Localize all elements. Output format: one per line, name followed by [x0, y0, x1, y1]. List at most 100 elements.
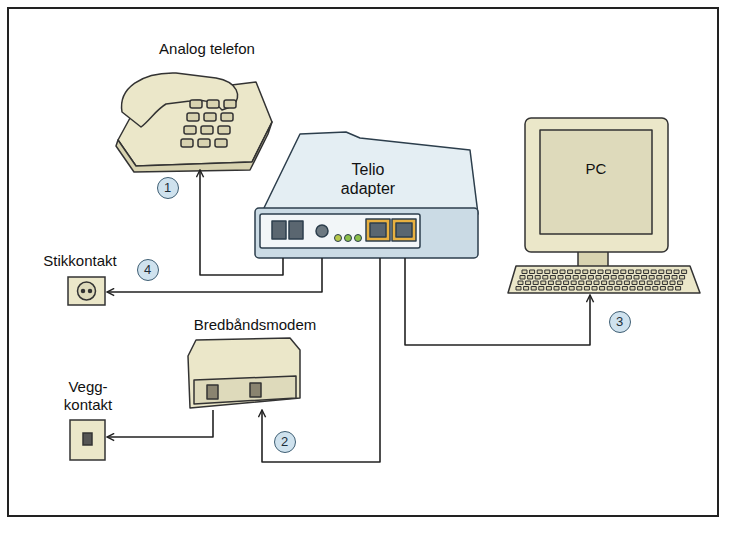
callout-number: 1	[157, 177, 179, 199]
key	[577, 287, 582, 291]
key	[594, 281, 599, 285]
key	[535, 276, 540, 280]
key	[626, 276, 631, 280]
key	[562, 287, 567, 291]
key	[579, 281, 584, 285]
device-adapter: Telio adapter	[252, 130, 478, 258]
key	[659, 270, 664, 274]
key	[600, 287, 605, 291]
key	[645, 287, 650, 291]
key	[524, 287, 529, 291]
key	[638, 287, 643, 291]
key	[640, 281, 645, 285]
key	[655, 281, 660, 285]
key	[550, 276, 555, 280]
key	[575, 270, 580, 274]
adapter-drawing	[255, 132, 478, 258]
key	[181, 139, 193, 147]
key	[621, 270, 626, 274]
key	[545, 270, 550, 274]
key	[584, 287, 589, 291]
key	[606, 270, 611, 274]
key	[662, 281, 667, 285]
key	[548, 281, 553, 285]
key	[636, 270, 641, 274]
key	[552, 270, 557, 274]
key	[615, 287, 620, 291]
device-phone: Analog telefon	[112, 68, 274, 170]
key	[558, 276, 563, 280]
key	[583, 270, 588, 274]
node-label: Stikkontakt	[43, 252, 116, 270]
key	[198, 139, 210, 147]
key	[221, 113, 233, 121]
key	[596, 276, 601, 280]
key	[590, 270, 595, 274]
key	[581, 276, 586, 280]
key	[184, 126, 196, 134]
key	[568, 270, 573, 274]
key	[541, 281, 546, 285]
key	[573, 276, 578, 280]
key	[598, 270, 603, 274]
key	[642, 276, 647, 280]
device-pc: PC	[505, 115, 702, 295]
connector-arrow	[405, 258, 590, 345]
key	[528, 276, 533, 280]
callout-number: 4	[137, 259, 159, 281]
callout-number: 3	[609, 311, 631, 333]
key	[678, 281, 683, 285]
key	[672, 276, 677, 280]
connector-arrow	[262, 258, 380, 462]
connector-arrow	[200, 170, 283, 275]
key	[522, 270, 527, 274]
key	[539, 287, 544, 291]
key	[531, 287, 536, 291]
connector-arrow	[107, 410, 213, 437]
key	[609, 281, 614, 285]
node-label: Telio adapter	[323, 160, 413, 198]
key	[607, 287, 612, 291]
socket-drawing	[68, 277, 105, 305]
key	[657, 276, 662, 280]
key	[201, 126, 213, 134]
key	[674, 270, 679, 274]
key	[207, 100, 219, 108]
key	[668, 287, 673, 291]
node-label: Analog telefon	[159, 40, 255, 58]
key	[215, 139, 227, 147]
key	[634, 276, 639, 280]
key	[680, 276, 685, 280]
key	[546, 287, 551, 291]
key	[647, 281, 652, 285]
key	[628, 270, 633, 274]
device-modem: Bredbåndsmodem	[186, 336, 302, 410]
key	[592, 287, 597, 291]
connector-arrow	[107, 258, 322, 292]
key	[602, 281, 607, 285]
key	[543, 276, 548, 280]
key	[554, 287, 559, 291]
key	[604, 276, 609, 280]
key	[204, 113, 216, 121]
key	[526, 281, 531, 285]
key	[619, 276, 624, 280]
key	[190, 100, 202, 108]
key	[676, 287, 681, 291]
key	[537, 270, 542, 274]
modem-drawing	[188, 338, 300, 408]
key	[224, 100, 236, 108]
key	[564, 281, 569, 285]
key	[569, 287, 574, 291]
key	[682, 270, 687, 274]
frame	[8, 8, 718, 516]
key	[571, 281, 576, 285]
pc-drawing	[508, 118, 700, 293]
key	[566, 276, 571, 280]
power-socket: Stikkontakt	[66, 275, 107, 307]
key	[617, 281, 622, 285]
node-label: Vegg- kontakt	[55, 378, 121, 414]
key	[613, 270, 618, 274]
key	[666, 270, 671, 274]
